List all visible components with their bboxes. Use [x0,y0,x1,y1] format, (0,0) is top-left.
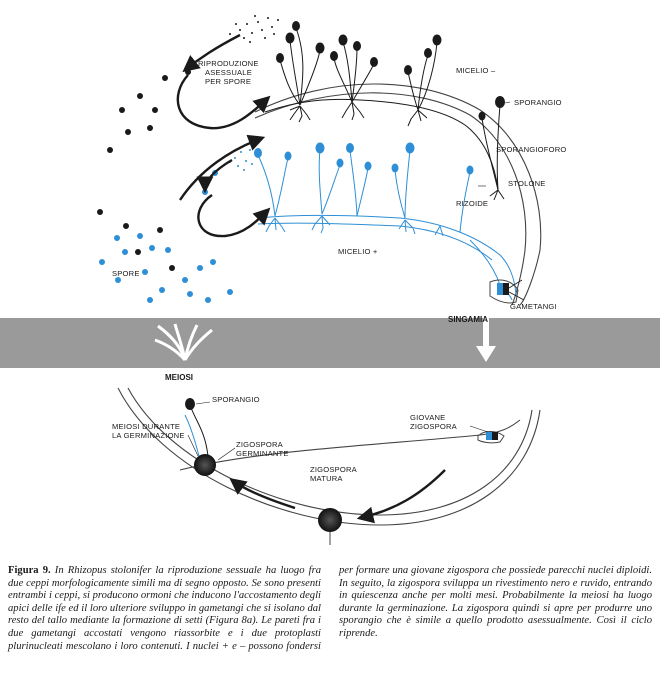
label-meiosi: MEIOSI [165,373,193,382]
label-rizoide: RIZOIDE [456,199,488,208]
label-leaders [187,101,511,461]
meiosi-arrows [154,323,213,362]
caption-text: In Rhizopus stolonifer la riproduzione s… [8,565,652,652]
separator-band [0,318,660,368]
label-sporangioforo: SPORANGIOFORO [496,145,567,154]
label-stolone: STOLONE [508,179,546,188]
caption-title: Figura 9. [8,565,51,576]
label-spore: SPORE [112,269,140,278]
asexual-spores [97,69,233,303]
label-sporangio-top: SPORANGIO [514,98,562,107]
label-gametangi: GAMETANGI [510,302,557,311]
asexual-cycle-arrows [176,33,271,238]
released-spores-dust [229,15,279,43]
upper-substrate-outline [254,83,542,306]
micelio-plus-mycelium [257,149,517,301]
mature-zygospore [318,508,342,545]
label-micelio-minus: MICELIO – [456,66,496,75]
singamia-arrow [476,318,496,362]
germinating-zygospore [184,398,216,476]
blue-sporangia [254,142,474,175]
figure-caption: Figura 9. In Rhizopus stolonifer la ripr… [8,565,652,653]
micelio-minus-mycelium [264,27,505,201]
gametangia [489,279,525,304]
lower-cycle-arrows [229,469,446,524]
label-sporangio-bottom: SPORANGIO [212,395,260,404]
young-zygospore [477,431,505,444]
black-sporangia [276,21,505,121]
label-singamia: SINGAMIA [448,315,488,324]
label-micelio-plus: MICELIO + [338,247,378,256]
lower-substrate-outline [117,387,541,526]
